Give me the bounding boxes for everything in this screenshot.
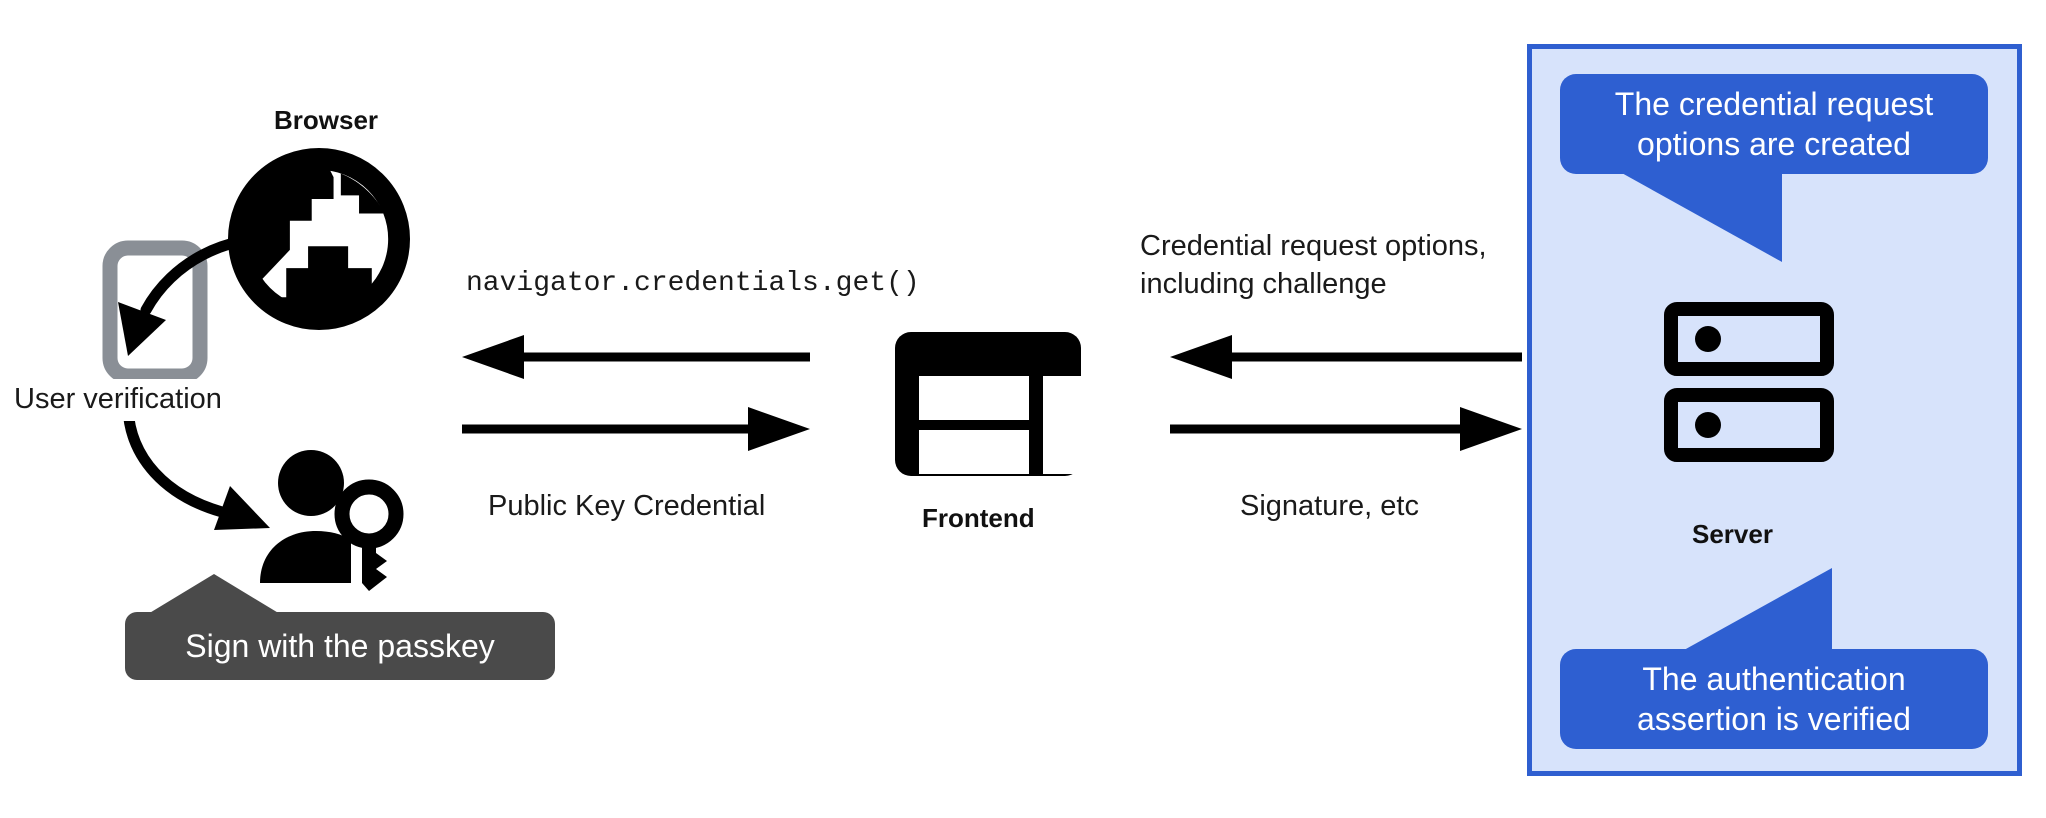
frontend-icon bbox=[891, 328, 1085, 480]
server-callout-top: The credential request options are creat… bbox=[1560, 74, 1988, 174]
server-callout-bottom-tail bbox=[1620, 568, 1920, 662]
passkey-tooltip: Sign with the passkey bbox=[125, 612, 555, 680]
credential-request-options-label: Credential request options, including ch… bbox=[1140, 230, 1487, 300]
server-icon bbox=[1664, 302, 1834, 462]
browser-label: Browser bbox=[274, 105, 379, 135]
arrow-frontend-to-browser bbox=[462, 335, 810, 379]
arrow-browser-to-phone bbox=[110, 228, 320, 378]
arrow-browser-to-frontend bbox=[462, 407, 810, 451]
signature-etc-label: Signature, etc bbox=[1240, 490, 1419, 522]
passkey-tooltip-tail bbox=[118, 574, 290, 620]
user-verification-label: User verification bbox=[10, 379, 226, 421]
arrow-frontend-to-server bbox=[1170, 407, 1522, 451]
phone-icon bbox=[102, 240, 208, 384]
server-label: Server bbox=[1692, 519, 1773, 549]
server-callout-bottom: The authentication assertion is verified bbox=[1560, 649, 1988, 749]
frontend-label: Frontend bbox=[922, 503, 1035, 533]
public-key-credential-label: Public Key Credential bbox=[488, 490, 766, 522]
globe-icon bbox=[228, 148, 410, 330]
navigator-credentials-get-label: navigator.credentials.get() bbox=[466, 268, 920, 299]
arrow-server-to-frontend bbox=[1170, 335, 1522, 379]
server-callout-top-tail bbox=[1560, 172, 1860, 264]
user-with-key-icon bbox=[258, 443, 408, 591]
arrow-phone-to-user bbox=[118, 400, 318, 540]
